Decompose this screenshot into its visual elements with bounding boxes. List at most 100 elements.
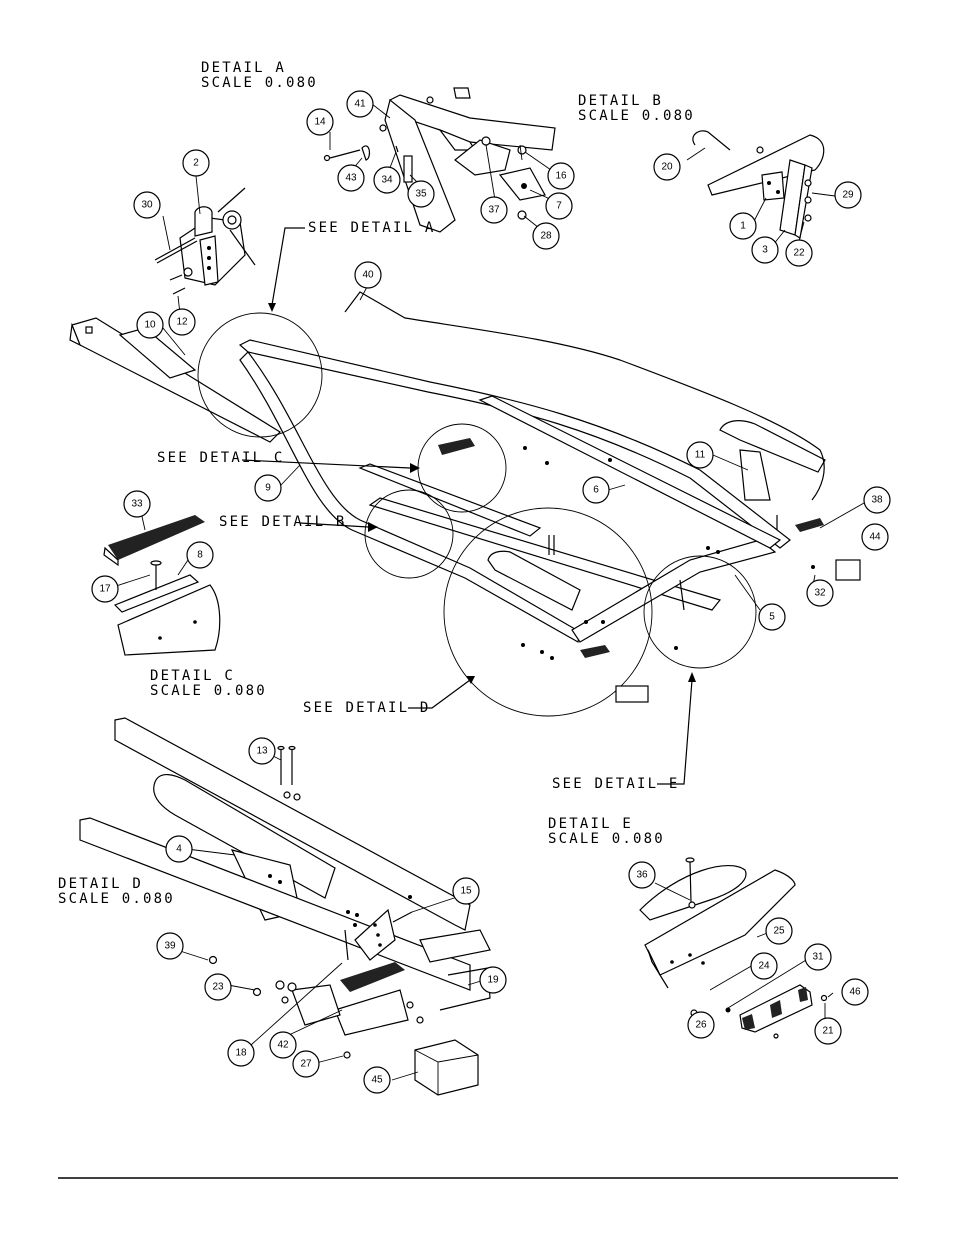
balloon-17: 17 (91, 575, 119, 603)
balloon-label-15: 15 (460, 886, 472, 897)
balloon-22: 22 (785, 239, 813, 267)
balloon-18: 18 (227, 1039, 255, 1067)
balloon-label-42: 42 (277, 1040, 289, 1051)
balloon-27: 27 (292, 1050, 320, 1078)
detail-b-drawing (686, 130, 836, 249)
balloon-29: 29 (834, 181, 862, 209)
balloon-label-5: 5 (769, 612, 775, 623)
see-detail-b-callout: SEE DETAIL B (219, 514, 347, 530)
balloon-9: 9 (254, 474, 282, 502)
balloon-43: 43 (337, 164, 365, 192)
balloon-20: 20 (653, 153, 681, 181)
balloon-label-32: 32 (814, 588, 826, 599)
detail-a-title: DETAIL A (201, 60, 286, 76)
balloon-19: 19 (479, 966, 507, 994)
balloon-label-3: 3 (762, 245, 768, 256)
balloon-36: 36 (628, 861, 656, 889)
balloon-label-23: 23 (212, 982, 224, 993)
balloon-11: 11 (686, 441, 714, 469)
balloon-41: 41 (346, 90, 374, 118)
balloon-8: 8 (186, 541, 214, 569)
balloon-label-41: 41 (354, 99, 366, 110)
balloon-23: 23 (204, 973, 232, 1001)
balloon-33: 33 (123, 490, 151, 518)
detail-c-drawing (103, 511, 221, 656)
balloon-3: 3 (751, 236, 779, 264)
balloon-7: 7 (545, 192, 573, 220)
detail-b-title: DETAIL B (578, 93, 663, 109)
detail-e-scale: SCALE 0.080 (548, 831, 665, 847)
balloon-label-6: 6 (593, 485, 599, 496)
balloon-label-28: 28 (540, 231, 552, 242)
balloon-32: 32 (806, 579, 834, 607)
balloon-31: 31 (804, 943, 832, 971)
balloon-label-39: 39 (164, 941, 176, 952)
detail-c-title: DETAIL C (150, 668, 235, 684)
balloon-label-44: 44 (869, 532, 881, 543)
balloon-label-7: 7 (556, 201, 562, 212)
balloon-25: 25 (765, 917, 793, 945)
balloon-10: 10 (136, 311, 164, 339)
balloon-label-8: 8 (197, 550, 203, 561)
balloon-label-14: 14 (314, 117, 326, 128)
balloon-label-11: 11 (695, 450, 706, 461)
detail-e-drawing (639, 857, 834, 1039)
balloon-5: 5 (758, 603, 786, 631)
balloon-label-4: 4 (176, 844, 182, 855)
balloon-label-9: 9 (265, 483, 271, 494)
balloon-label-38: 38 (871, 495, 883, 506)
balloon-label-18: 18 (235, 1048, 247, 1059)
balloon-label-24: 24 (758, 961, 770, 972)
see-detail-e-callout: SEE DETAIL E (552, 776, 680, 792)
balloon-39: 39 (156, 932, 184, 960)
balloon-35: 35 (407, 180, 435, 208)
balloon-label-16: 16 (555, 171, 567, 182)
detail-c-scale: SCALE 0.080 (150, 683, 267, 699)
balloon-1: 1 (729, 212, 757, 240)
balloon-label-46: 46 (849, 987, 861, 998)
balloon-label-21: 21 (822, 1026, 834, 1037)
balloon-45: 45 (363, 1066, 391, 1094)
balloon-label-10: 10 (144, 320, 156, 331)
balloon-44: 44 (861, 523, 889, 551)
balloon-label-19: 19 (487, 975, 499, 986)
balloon-40: 40 (354, 261, 382, 289)
balloon-24: 24 (750, 952, 778, 980)
balloon-34: 34 (373, 166, 401, 194)
balloon-label-20: 20 (661, 162, 673, 173)
detail-d-drawing (79, 717, 491, 1096)
balloon-label-30: 30 (141, 200, 153, 211)
balloon-label-25: 25 (773, 926, 785, 937)
detail-a-scale: SCALE 0.080 (201, 75, 318, 91)
balloon-label-34: 34 (381, 175, 393, 186)
winch-assembly-drawing (154, 175, 256, 315)
balloon-label-26: 26 (695, 1020, 707, 1031)
balloon-26: 26 (687, 1011, 715, 1039)
detail-d-scale: SCALE 0.080 (58, 891, 175, 907)
balloon-13: 13 (248, 737, 276, 765)
balloon-30: 30 (133, 191, 161, 219)
detail-b-scale: SCALE 0.080 (578, 108, 695, 124)
see-detail-d-callout: SEE DETAIL D (303, 700, 431, 716)
balloon-label-31: 31 (812, 952, 824, 963)
balloon-21: 21 (814, 1017, 842, 1045)
balloon-6: 6 (582, 476, 610, 504)
balloon-label-45: 45 (371, 1075, 383, 1086)
balloon-label-43: 43 (345, 173, 357, 184)
balloon-28: 28 (532, 222, 560, 250)
balloon-2: 2 (182, 149, 210, 177)
balloon-label-37: 37 (488, 205, 500, 216)
balloon-37: 37 (480, 196, 508, 224)
detail-d-title: DETAIL D (58, 876, 143, 892)
balloon-46: 46 (841, 978, 869, 1006)
balloon-38: 38 (863, 486, 891, 514)
see-detail-a-callout: SEE DETAIL A (308, 220, 436, 236)
balloon-label-27: 27 (300, 1059, 312, 1070)
balloon-16: 16 (547, 162, 575, 190)
balloon-label-40: 40 (362, 270, 374, 281)
balloon-label-22: 22 (793, 248, 805, 259)
balloon-14: 14 (306, 108, 334, 136)
see-detail-c-callout: SEE DETAIL C (157, 450, 285, 466)
balloon-label-35: 35 (415, 189, 427, 200)
